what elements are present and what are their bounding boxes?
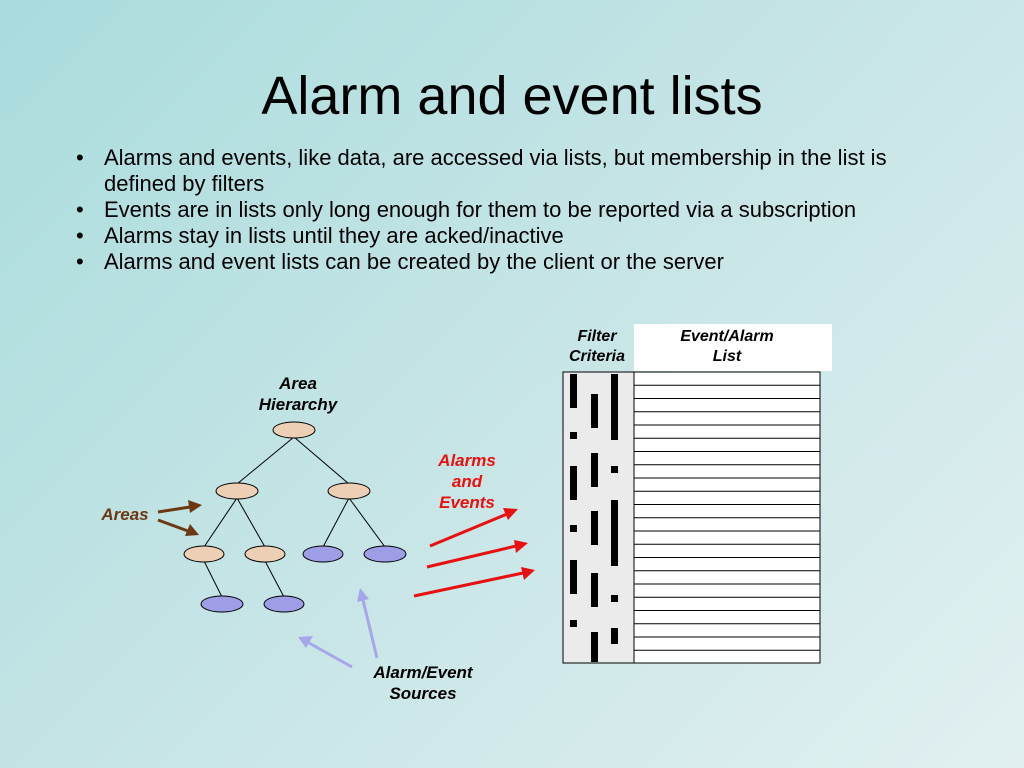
alarms-and-events-label: Alarms and Events: [438, 451, 496, 512]
bullet-item: Events are in lists only long enough for…: [72, 197, 912, 223]
bullet-item: Alarms and event lists can be created by…: [72, 249, 912, 275]
area-node: [244, 545, 286, 563]
source-node: [263, 595, 305, 613]
sources-arrows: [298, 588, 379, 669]
bullet-list: Alarms and events, like data, are access…: [72, 145, 912, 275]
areas-label: Areas: [101, 505, 149, 524]
areas-arrows: [157, 500, 202, 536]
hierarchy-edges: [203, 436, 386, 598]
event-alarm-list-rows: [634, 384, 820, 651]
filter-list-box: [562, 324, 832, 664]
filter-criteria-label: Filter Criteria: [568, 328, 626, 365]
source-node: [363, 545, 407, 563]
filter-criteria-marks: [570, 374, 618, 662]
area-node-root: [272, 421, 316, 439]
area-node: [215, 482, 259, 500]
slide-title: Alarm and event lists: [261, 66, 763, 126]
area-hierarchy-label: Area Hierarchy: [258, 374, 338, 414]
event-alarm-list-label: Event/Alarm List: [680, 328, 774, 365]
alarm-event-sources-label: Alarm/Event Sources: [373, 663, 473, 703]
alarms-arrows: [413, 508, 535, 598]
area-node: [183, 545, 225, 563]
bullet-item: Alarms stay in lists until they are acke…: [72, 223, 912, 249]
source-node: [200, 595, 244, 613]
source-node: [302, 545, 344, 563]
area-node: [327, 482, 371, 500]
bullet-item: Alarms and events, like data, are access…: [72, 145, 912, 197]
